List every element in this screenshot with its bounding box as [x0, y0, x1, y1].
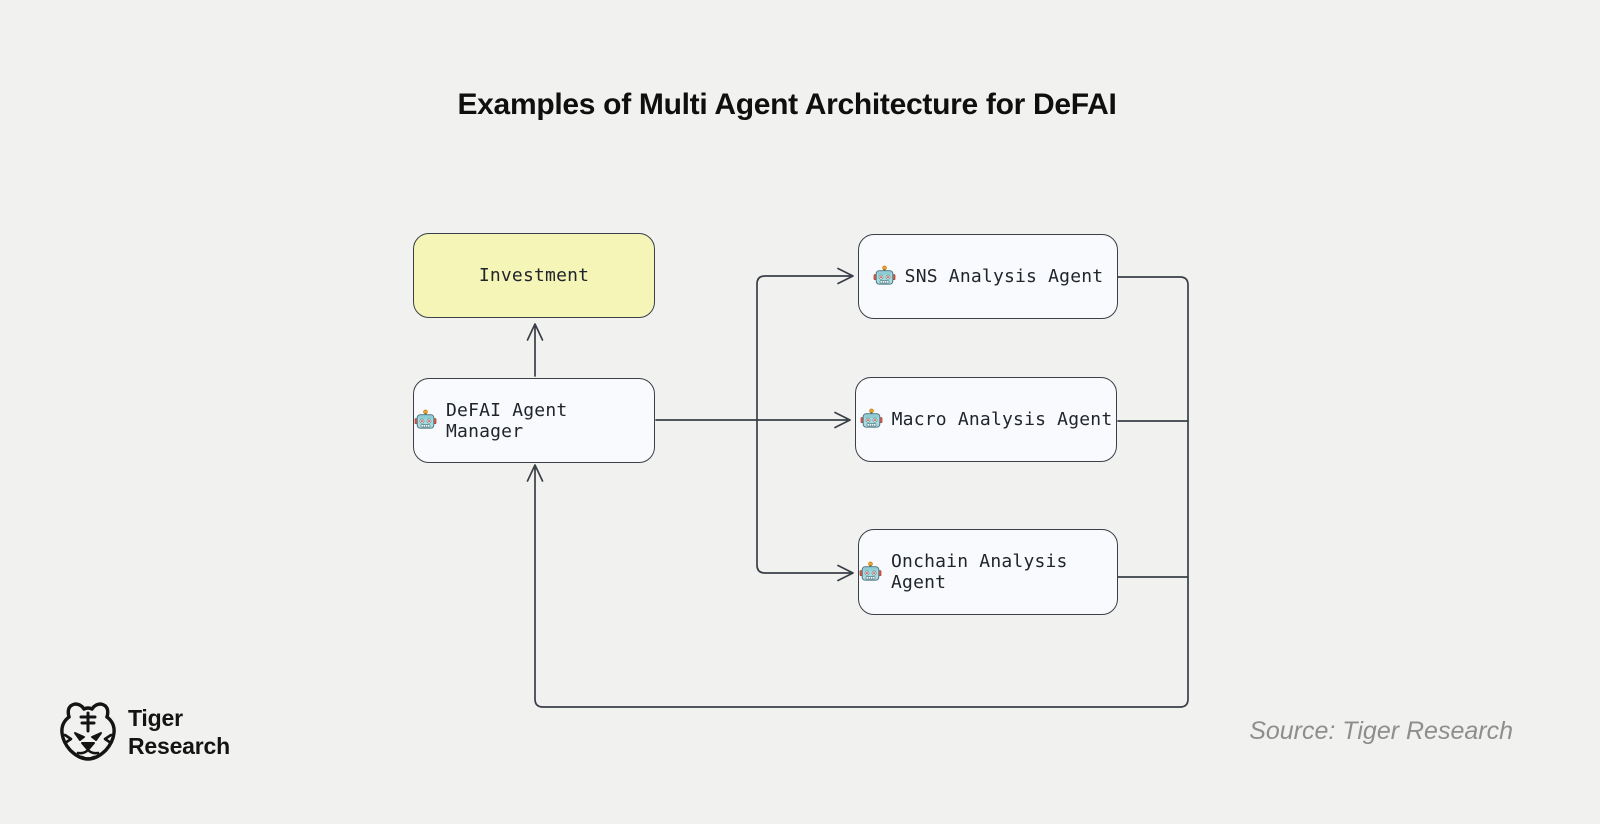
logo-line-2: Research [128, 733, 230, 759]
tiger-head-icon [56, 700, 120, 764]
node-macro-analysis-agent-label: Macro Analysis Agent [891, 409, 1113, 430]
node-investment: Investment [413, 233, 655, 318]
robot-icon [414, 409, 437, 432]
source-attribution: Source: Tiger Research [1249, 717, 1513, 745]
node-defai-agent-manager-label: DeFAI Agent Manager [446, 399, 568, 442]
edge-manager-to-investment [526, 323, 544, 377]
node-onchain-analysis-agent: Onchain Analysis Agent [858, 529, 1118, 615]
robot-icon [859, 561, 882, 584]
node-onchain-analysis-agent-label: Onchain Analysis Agent [891, 551, 1068, 593]
node-investment-label: Investment [478, 265, 590, 286]
tiger-research-logo: Tiger Research [56, 700, 230, 764]
edge-manager-to-onchain [756, 419, 854, 582]
node-defai-agent-manager: DeFAI Agent Manager [413, 378, 655, 463]
edge-feedback-loop [526, 276, 1189, 708]
diagram-title: Examples of Multi Agent Architecture for… [457, 88, 1117, 121]
robot-icon [873, 265, 896, 288]
node-sns-analysis-agent-label: SNS Analysis Agent [904, 266, 1104, 287]
edge-manager-to-macro [655, 411, 851, 429]
node-sns-analysis-agent: SNS Analysis Agent [858, 234, 1118, 319]
robot-icon [860, 408, 883, 431]
logo-line-1: Tiger [128, 705, 183, 731]
node-macro-analysis-agent: Macro Analysis Agent [855, 377, 1117, 462]
edge-manager-to-sns [756, 267, 854, 421]
tiger-logo-wordmark: Tiger Research [128, 704, 230, 760]
